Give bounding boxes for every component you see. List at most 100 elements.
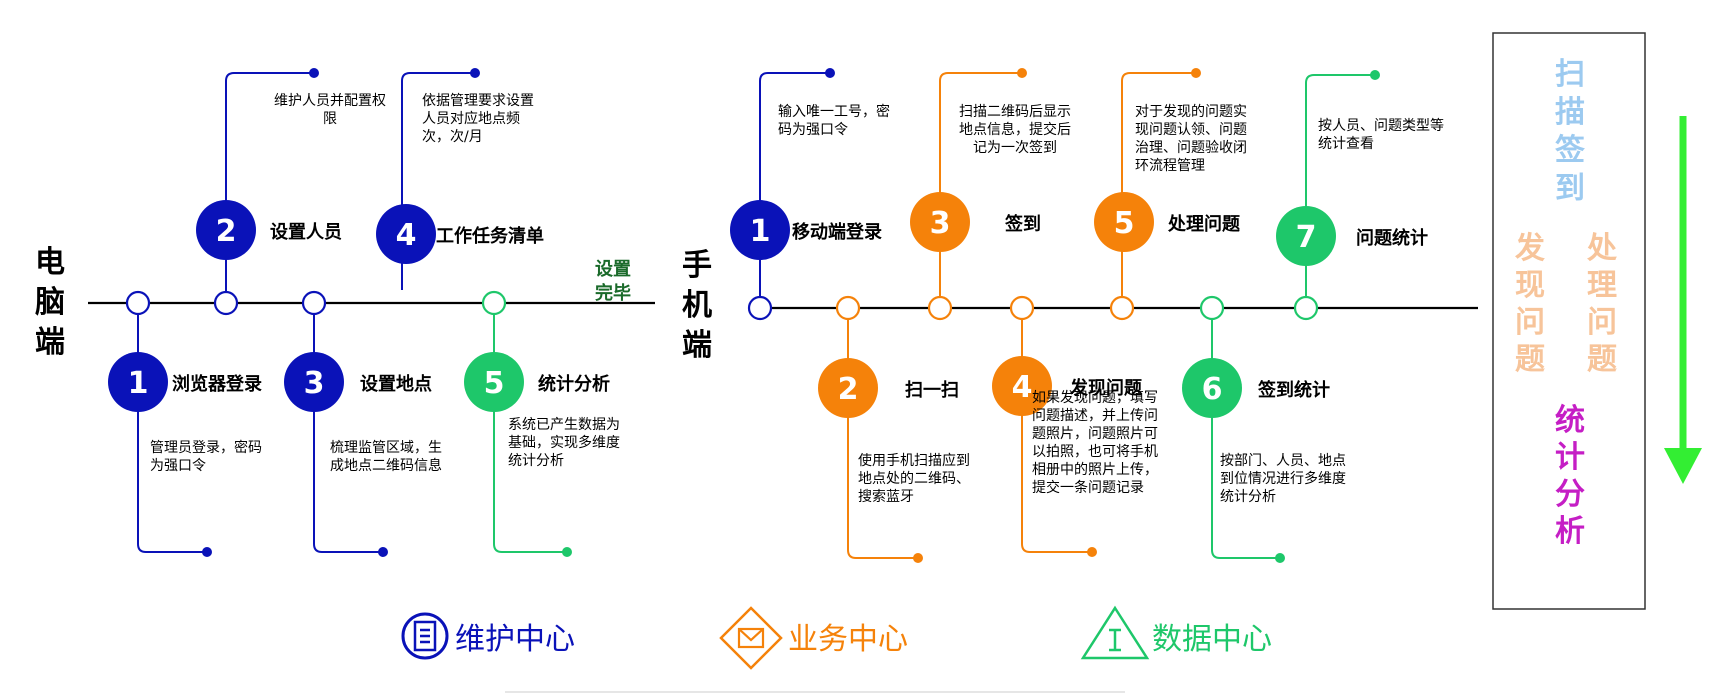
step-number: 1 [128,366,149,401]
step-connector [1021,308,1092,553]
step-number-circle [818,358,878,418]
panel-handle-issue-char: 题 [1587,342,1617,377]
step-description: 以拍照，也可将手机 [1032,444,1158,460]
step-end-dot [1087,547,1097,557]
step-number: 3 [930,206,951,241]
step-description: 次，次/月 [422,129,483,145]
panel-statistics-char: 析 [1555,514,1585,549]
mobile-side-label: 端 [682,328,712,363]
mobile-side-label: 机 [682,288,712,323]
step-number-circle [1094,192,1154,252]
pc-side-label: 脑 [35,285,65,320]
panel-scan-sign-char: 签 [1555,133,1585,168]
step-number-circle [196,200,256,260]
step-title: 统计分析 [538,373,610,395]
step-number: 5 [484,366,505,401]
timeline-node [213,290,239,316]
step-description: 地点处的二维码、 [858,471,970,487]
step-description: 系统已产生数据为 [508,417,620,433]
step-number: 6 [1202,372,1223,407]
step-description: 到位情况进行多维度 [1220,470,1346,487]
step-number-circle [1182,358,1242,418]
step-end-dot [1191,68,1201,78]
step-description: 管理员登录，密码 [150,439,262,456]
step-title: 问题统计 [1356,227,1428,249]
step-end-dot [378,547,388,557]
pc-side-label: 电 [35,245,65,280]
timeline-node [125,290,151,316]
step-description: 地点信息，提交后 [959,121,1071,138]
step-description: 使用手机扫描应到 [858,452,970,469]
timeline-node [1109,295,1135,321]
step-number-circle [108,352,168,412]
panel-statistics-char: 统 [1555,403,1585,438]
mobile-side-label: 手 [682,248,712,283]
step-connector [939,72,1022,308]
step-description: 题照片，问题照片可 [1032,426,1158,442]
step-description: 搜索蓝牙 [858,488,914,505]
step-number: 2 [216,214,237,249]
document-icon-page [413,620,437,652]
envelope-flap [738,628,764,642]
step-number-circle [1276,206,1336,266]
step-description: 记为一次签到 [973,139,1057,156]
pc-done-label: 设置 [595,259,631,280]
step-connector [759,72,830,308]
pc-done-label: 完毕 [595,282,631,304]
step-description: 限 [323,111,337,127]
legend-data-label: 数据中心 [1152,622,1272,657]
timeline-node [1199,295,1225,321]
step-number: 5 [1114,206,1135,241]
step-description: 如果发现问题，填写 [1032,390,1158,406]
step-title: 设置人员 [270,222,342,243]
step-description: 依据管理要求设置 [422,93,534,109]
step-number-circle [284,352,344,412]
step-number-circle [730,200,790,260]
step-title: 扫一扫 [905,379,959,401]
panel-find-issue-char: 现 [1515,268,1545,303]
step-description: 问题描述，并上传问 [1032,408,1158,424]
step-title: 处理问题 [1167,213,1241,235]
step-number: 2 [838,372,859,407]
step-description: 维护人员并配置权 [274,93,386,109]
step-end-dot [470,68,480,78]
pc-side-label: 端 [35,325,65,360]
step-connector [137,303,207,553]
step-number: 4 [1012,370,1033,405]
timeline-node [1293,295,1319,321]
step-description: 治理、问题验收闭 [1135,140,1247,156]
triangle-icon [1080,605,1150,660]
step-number-circle [910,192,970,252]
panel-scan-sign-char: 描 [1555,95,1585,130]
panel-handle-issue-char: 理 [1587,268,1617,303]
panel-handle-issue-char: 处 [1586,231,1617,266]
step-description: 环流程管理 [1135,158,1205,174]
down-arrow-icon [1664,448,1702,484]
step-end-dot [309,68,319,78]
step-description: 码为强口令 [778,122,848,138]
step-connector [1211,308,1280,559]
step-title: 签到 [1004,213,1041,235]
step-title: 浏览器登录 [172,373,262,395]
step-title: 移动端登录 [792,221,882,243]
step-description: 现问题认领、问题 [1135,122,1247,138]
timeline-node [481,290,507,316]
step-connector [313,303,383,553]
step-end-dot [913,553,923,563]
panel-scan-sign-char: 扫 [1555,57,1585,92]
timeline-node [927,295,953,321]
step-description: 按部门、人员、地点 [1220,453,1346,469]
step-description: 成地点二维码信息 [330,457,442,474]
document-icon [401,612,449,660]
step-connector [225,72,314,303]
step-description: 基础，实现多维度 [508,434,620,451]
step-description: 人员对应地点频 [422,110,520,127]
step-description: 扫描二维码后显示 [959,104,1071,120]
step-title: 设置地点 [360,373,432,395]
panel-statistics-char: 计 [1555,440,1585,475]
panel-statistics-char: 分 [1555,477,1585,512]
panel-scan-sign-char: 到 [1555,171,1585,206]
step-number-circle [992,356,1052,416]
legend-maintenance-label: 维护中心 [455,622,575,657]
